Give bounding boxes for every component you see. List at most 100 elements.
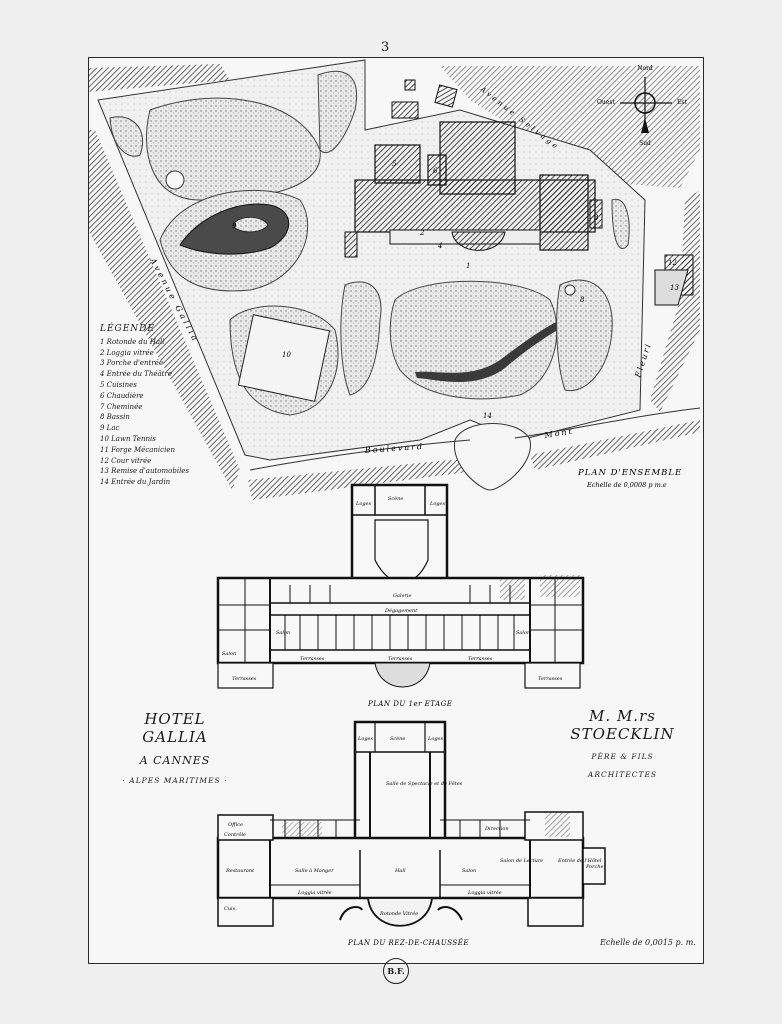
compass-north: Nord bbox=[637, 65, 653, 72]
lawn-right-oval bbox=[556, 279, 613, 392]
ff-salon-left: Salon bbox=[276, 630, 290, 636]
legend-item: 9 Lac bbox=[100, 424, 120, 433]
street-hatching-top-right bbox=[440, 66, 700, 188]
site-number-5: 5 bbox=[392, 160, 397, 168]
ground-floor-title: PLAN DU REZ-DE-CHAUSSÉE bbox=[347, 938, 469, 947]
gf-cuisine: Cuis. bbox=[224, 906, 237, 912]
lawn-top-strip bbox=[317, 70, 357, 153]
first-floor-rooms bbox=[218, 578, 583, 663]
gf-salle-manger: Salle à Manger bbox=[295, 867, 334, 874]
gf-loggia-left: Loggia vitrée bbox=[297, 889, 332, 896]
lawn-strip-right bbox=[611, 198, 630, 250]
hotel-name: HOTEL GALLIA bbox=[142, 710, 208, 746]
street-hatching-bottom-left bbox=[248, 458, 470, 500]
site-number-8: 8 bbox=[580, 296, 585, 304]
first-floor-terrace-left bbox=[217, 662, 274, 689]
legend-item: 7 Cheminée bbox=[100, 402, 143, 411]
ff-terrasses-1: Terrasses bbox=[300, 656, 325, 662]
bottom-scale: Echelle de 0,0015 p. m. bbox=[600, 938, 696, 947]
street-boulevard: Boulevard bbox=[364, 442, 425, 455]
first-floor-plan bbox=[216, 483, 585, 665]
lawn-left-strip bbox=[109, 116, 144, 157]
site-number-9: 9 bbox=[232, 222, 237, 230]
site-number-3: 3 bbox=[594, 214, 599, 222]
site-number-4: 4 bbox=[437, 242, 442, 250]
site-plan-numbers: 1 2 3 4 5 6 8 9 10 12 13 14 bbox=[232, 160, 679, 420]
garden-entrance-circle bbox=[454, 423, 531, 491]
legend-item: 11 Forge Mécanicien bbox=[100, 445, 175, 454]
hotel-city: A CANNES bbox=[139, 754, 211, 767]
hotel-title-block: HOTEL GALLIA A CANNES · ALPES MARITIMES … bbox=[110, 710, 240, 785]
ff-terrasses-2: Terrasses bbox=[388, 656, 413, 662]
architects-firm: PÈRE & FILS bbox=[591, 752, 654, 761]
ground-floor-plan bbox=[216, 720, 606, 927]
gf-porche: Porche bbox=[585, 864, 604, 870]
site-number-12: 12 bbox=[668, 259, 677, 267]
street-hatching-left bbox=[88, 130, 240, 490]
architects-block: M. M.rs STOECKLIN PÈRE & FILS ARCHITECTE… bbox=[540, 707, 705, 779]
legend-item: 10 Lawn Tennis bbox=[100, 434, 156, 443]
first-floor-labels: Loges Scène Loges Galerie Dégagement Sal… bbox=[222, 495, 563, 682]
gf-rotonde: Rotonde Vitrée bbox=[379, 910, 418, 917]
stream bbox=[415, 320, 564, 382]
ff-loges-right: Loges bbox=[429, 501, 445, 507]
ff-loges-left: Loges bbox=[355, 501, 371, 507]
legend-item: 1 Rotonde du Hall bbox=[100, 337, 165, 346]
site-number-6: 6 bbox=[433, 167, 438, 175]
site-number-2: 2 bbox=[419, 229, 425, 237]
legend-item: 13 Remise d'automobiles bbox=[100, 467, 190, 476]
compass-east: Est bbox=[677, 99, 687, 106]
legend-item: 4 Entrée du Théâtre bbox=[100, 370, 172, 379]
gf-direction: Direction bbox=[484, 826, 509, 832]
ff-terrasses-3: Terrasses bbox=[468, 656, 493, 662]
first-floor-rotunda-steps bbox=[374, 662, 431, 688]
ground-floor-small-rooms bbox=[270, 819, 530, 838]
compass-south: Sud bbox=[639, 140, 651, 147]
first-floor-terrace-right bbox=[524, 662, 581, 689]
ff-salon-right: Salon bbox=[516, 630, 530, 636]
legend-item: 6 Chaudière bbox=[100, 391, 144, 400]
street-hatching-top-left bbox=[88, 64, 230, 92]
site-number-10: 10 bbox=[282, 351, 291, 359]
first-floor-title: PLAN DU 1er ETAGE bbox=[367, 700, 452, 708]
street-hatching-right bbox=[650, 190, 700, 412]
site-number-13: 13 bbox=[670, 284, 679, 292]
hotel-region: · ALPES MARITIMES · bbox=[122, 776, 228, 785]
lawn-tennis-court bbox=[237, 314, 331, 402]
legend-item: 8 Bassin bbox=[100, 413, 130, 422]
lake bbox=[179, 203, 290, 255]
gf-loges-right: Loges bbox=[427, 736, 443, 742]
legend-item: 2 Loggia vitrée bbox=[100, 348, 154, 357]
ff-scene: Scène bbox=[388, 495, 403, 502]
legend-item: 5 Cuisines bbox=[100, 380, 137, 389]
gf-salle: Salle de Spectacle et de Fêtes bbox=[386, 780, 463, 787]
fountain-basin bbox=[165, 170, 185, 190]
gf-entree-hotel: Entrée de l'Hôtel bbox=[557, 857, 602, 864]
ground-floor-labels: Loges Scène Loges Salle de Spectacle et … bbox=[224, 735, 604, 917]
ff-degagement: Dégagement bbox=[384, 607, 418, 614]
plate-number: 3 bbox=[381, 40, 390, 55]
gf-loggia-right: Loggia vitrée bbox=[467, 889, 502, 896]
street-hatching-bottom-right bbox=[530, 420, 700, 470]
legend-item: 3 Porche d'entrée bbox=[100, 359, 163, 368]
site-number-1: 1 bbox=[466, 262, 470, 270]
lawn-center-left bbox=[340, 281, 382, 396]
hotel-footprint bbox=[344, 79, 694, 306]
library-stamp: B.F. bbox=[383, 958, 409, 984]
architects-names: M. M.rs STOECKLIN bbox=[570, 707, 675, 743]
gf-hall: Hall bbox=[394, 868, 406, 874]
ff-terrasses-right: Terrasses bbox=[538, 676, 563, 682]
architects-role: ARCHITECTES bbox=[587, 770, 658, 779]
legend-title: LÉGENDE bbox=[100, 324, 155, 334]
legend-item: 12 Cour vitrée bbox=[100, 456, 152, 465]
ground-floor-rotunda bbox=[366, 897, 434, 927]
site-plan-title: PLAN D'ENSEMBLE bbox=[577, 468, 682, 478]
gf-scene: Scène bbox=[390, 735, 405, 742]
ff-terrasses-left: Terrasses bbox=[232, 676, 257, 682]
gf-office: Office bbox=[228, 822, 243, 828]
site-number-14: 14 bbox=[483, 412, 492, 420]
gf-salon-lecture: Salon de Lecture bbox=[500, 858, 543, 864]
ff-salon-left-2: Salon bbox=[222, 651, 236, 657]
compass-west: Ouest bbox=[597, 99, 615, 106]
